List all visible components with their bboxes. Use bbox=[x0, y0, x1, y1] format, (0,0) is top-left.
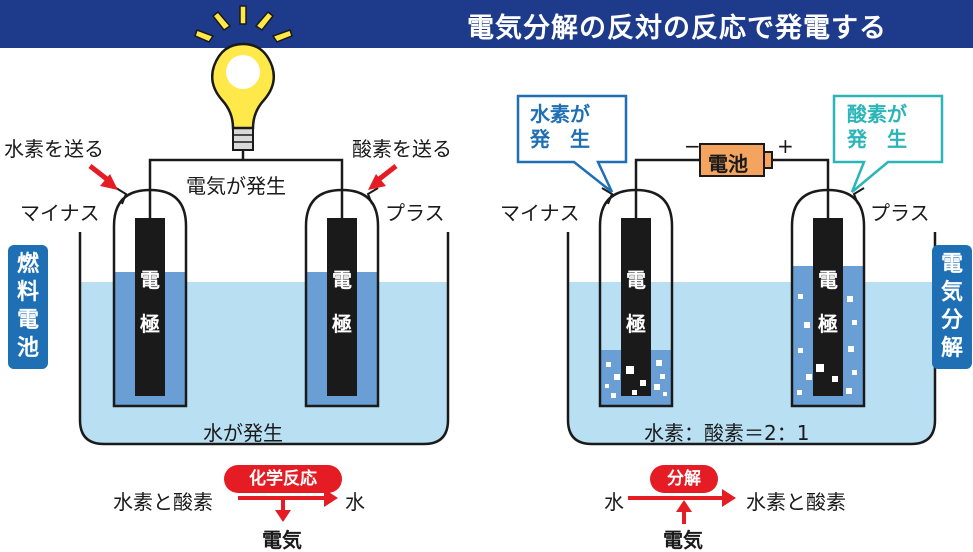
electrolysis-container bbox=[566, 232, 937, 446]
fuel-cell-container bbox=[78, 232, 450, 446]
bulb-rays bbox=[194, 5, 293, 43]
fuel-cell-drawing bbox=[78, 5, 450, 522]
electrolysis-right-electrode-label: 電 極 bbox=[814, 258, 842, 346]
fuel-cell-wire bbox=[148, 158, 344, 218]
battery-terminal bbox=[763, 151, 773, 169]
fuel-cell-side-tag: 燃 料 電 池 bbox=[8, 245, 48, 369]
bulb-base bbox=[232, 127, 254, 151]
electricity-input-arrow bbox=[676, 500, 692, 524]
electricity-generated-label: 電気が発生 bbox=[186, 174, 286, 198]
page-title: 電気分解の反対の反応で発電する bbox=[467, 13, 887, 44]
battery-label: 電池 bbox=[708, 152, 748, 176]
electrode-char: 極 bbox=[332, 312, 352, 336]
electrolysis-left-electrode-label: 電 極 bbox=[622, 258, 650, 346]
electrolysis-plus-label: プラス bbox=[870, 201, 930, 225]
decomposition-badge: 分解 bbox=[650, 465, 718, 493]
electrode-char: 極 bbox=[818, 312, 838, 336]
oxygen-feed-arrow bbox=[368, 164, 398, 190]
hydrogen-feed-arrow bbox=[88, 164, 118, 190]
side-tag-char: 気 bbox=[940, 280, 963, 305]
side-tag-char: 解 bbox=[940, 336, 963, 361]
electrolysis-reaction-arrow bbox=[628, 489, 736, 507]
electrolysis-products: 水素と酸素 bbox=[746, 490, 846, 514]
battery-body bbox=[699, 143, 765, 177]
bulb-glow bbox=[226, 55, 260, 89]
electrode-char: 電 bbox=[626, 268, 646, 292]
electrode-char: 極 bbox=[626, 312, 646, 336]
water-generated-label: 水が発生 bbox=[203, 421, 283, 445]
fuel-cell-output-electricity: 電気 bbox=[262, 528, 302, 552]
electrolysis-drawing bbox=[516, 94, 944, 524]
side-tag-char: 燃 bbox=[16, 252, 39, 277]
chemical-reaction-badge: 化学反応 bbox=[224, 465, 342, 493]
electrode-char: 電 bbox=[332, 268, 352, 292]
hydrogen-bubbles bbox=[605, 360, 667, 398]
side-tag-char: 電 bbox=[940, 252, 963, 277]
hydrogen-callout-text: 水素が 発 生 bbox=[530, 102, 590, 151]
electrode-char: 電 bbox=[140, 268, 160, 292]
fuel-cell-plus-label: プラス bbox=[385, 201, 445, 225]
electrolysis-side-tag: 電 気 分 解 bbox=[932, 245, 972, 369]
electrolysis-minus-label: マイナス bbox=[500, 201, 580, 225]
fuel-cell-minus-label: マイナス bbox=[20, 201, 100, 225]
fuel-cell-right-electrode-label: 電 極 bbox=[328, 258, 356, 346]
gas-ratio-label: 水素：酸素＝2：1 bbox=[644, 421, 810, 445]
electrode-char: 電 bbox=[818, 268, 838, 292]
hydrogen-feed-label: 水素を送る bbox=[4, 137, 104, 161]
fuel-cell-reaction-arrow bbox=[238, 489, 338, 507]
side-tag-char: 料 bbox=[16, 280, 39, 305]
fuel-cell-left-electrode-label: 電 極 bbox=[136, 258, 164, 346]
side-tag-char: 分 bbox=[940, 308, 963, 333]
side-tag-char: 電 bbox=[16, 308, 39, 333]
fuel-cell-left-electrode bbox=[135, 218, 165, 396]
fuel-cell-reactants: 水素と酸素 bbox=[113, 490, 213, 514]
electricity-output-arrow bbox=[275, 500, 291, 522]
fuel-cell-oxygen-inlet bbox=[366, 187, 379, 205]
side-tag-char: 池 bbox=[16, 336, 39, 361]
electrolysis-left-notch bbox=[601, 187, 614, 205]
electrolysis-wire-left bbox=[634, 158, 700, 218]
oxygen-callout-bubble bbox=[832, 94, 944, 193]
electrolysis-reactant: 水 bbox=[604, 490, 624, 514]
fuel-cell-hydrogen-inlet bbox=[115, 187, 128, 205]
title-bar: 電気分解の反対の反応で発電する bbox=[0, 0, 973, 48]
electrode-char: 極 bbox=[140, 312, 160, 336]
oxygen-callout-text: 酸素が 発 生 bbox=[847, 102, 907, 151]
fuel-cell-right-electrode bbox=[327, 218, 357, 396]
battery-plus-sign: + bbox=[777, 134, 794, 158]
electrolysis-input-electricity: 電気 bbox=[663, 528, 703, 552]
battery-minus-sign: − bbox=[684, 134, 701, 158]
fuel-cell-product: 水 bbox=[345, 490, 365, 514]
oxygen-bubbles bbox=[797, 294, 857, 395]
oxygen-feed-label: 酸素を送る bbox=[352, 137, 452, 161]
hydrogen-callout-bubble bbox=[516, 94, 628, 193]
electrolysis-right-notch bbox=[852, 187, 865, 205]
electrolysis-wire-right bbox=[773, 158, 830, 218]
